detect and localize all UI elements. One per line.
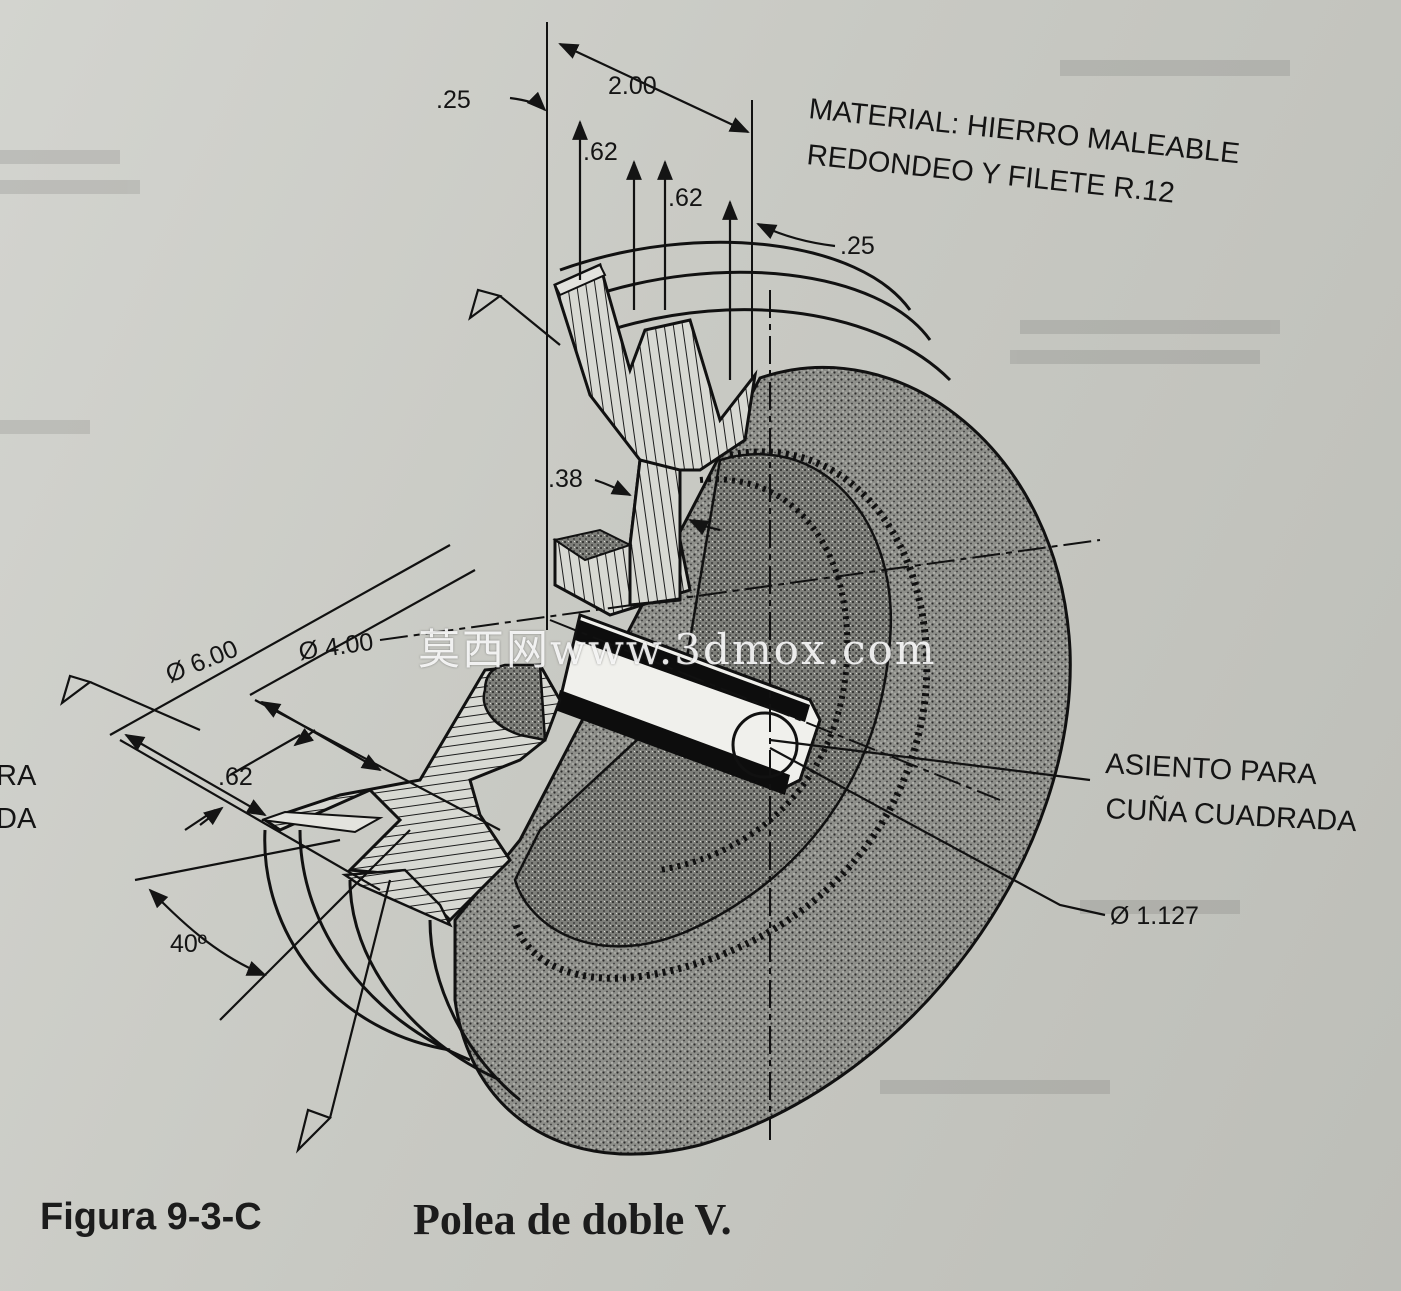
margin-fragment-2: DA [0,803,37,835]
bore-dark-band [575,620,810,722]
margin-fragment-1: RA [0,760,37,792]
background-ghost-text [0,60,1290,1094]
dim-hub-diameter: Ø 4.00 [297,628,375,666]
surface-finish-symbols [60,288,561,1154]
lower-hub-end [482,663,547,742]
dim-right-rim: .25 [840,232,875,260]
dim-web: .38 [548,465,583,493]
dim-groove-2: .62 [668,184,703,212]
center-lines [379,290,1101,1140]
watermark: 莫西网www.3dmox.com [418,625,937,674]
top-dimensions [509,43,836,380]
bore-end [731,711,799,779]
dim-hub-offset: .62 [218,763,253,791]
figure-title: Polea de doble V. [413,1195,732,1244]
callout-leaders [769,738,1106,917]
hub-ring-outer [511,448,931,982]
keyseat-callout-line1: ASIENTO PARA [1105,748,1319,791]
angle-dimension [134,829,411,1021]
web-dimension [594,478,721,536]
dim-left-rim: .25 [436,86,471,114]
dim-bore: Ø 1.127 [1110,902,1199,930]
upper-flange-end [552,528,633,562]
dim-overall-width: 2.00 [608,72,657,100]
lower-rim-face [261,810,384,834]
dim-groove-angle: 40º [170,930,207,958]
diameter-dimensions [109,544,501,891]
figure-number: Figura 9-3-C [40,1196,262,1238]
keyseat-callout-line2: CUÑA CUADRADA [1105,791,1358,838]
rim-groove-rings [263,240,952,1102]
dim-groove-1: .62 [583,138,618,166]
web-section [628,458,682,607]
bore-dark-band-lower [555,690,790,795]
dim-outer-diameter: Ø 6.00 [162,634,242,688]
